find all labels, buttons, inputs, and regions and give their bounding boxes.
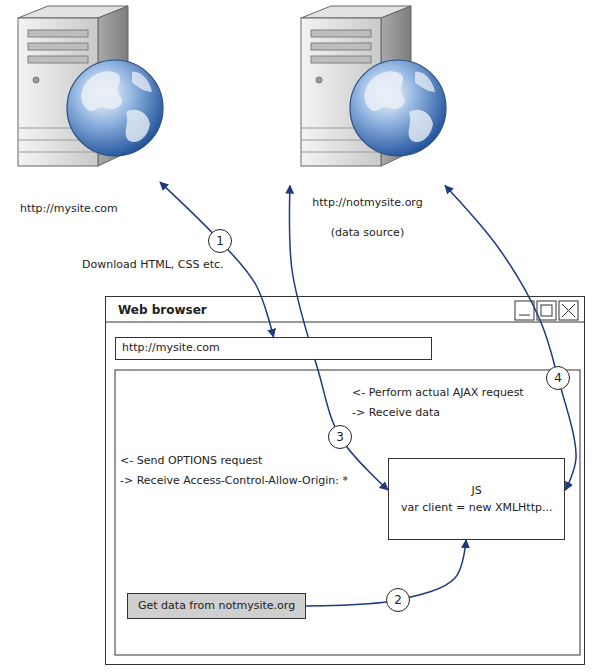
- node-text: JS: [472, 484, 482, 498]
- callout-number: 3: [328, 425, 352, 449]
- arrow-connector: [445, 186, 576, 490]
- note-text: -> Receive data: [350, 406, 442, 420]
- page-content-area: [115, 370, 580, 655]
- note-text: Download HTML, CSS etc.: [80, 258, 226, 272]
- address-bar: http://mysite.com: [115, 337, 432, 360]
- script-box: JS var client = new XMLHttp...: [388, 458, 565, 540]
- node-text: (data source): [331, 226, 404, 240]
- node-text: http://mysite.com: [122, 341, 425, 355]
- callout-number: 1: [208, 229, 232, 253]
- node-text: Web browser: [106, 297, 219, 323]
- close-symbol: [562, 304, 575, 317]
- callout-number: 4: [546, 366, 570, 390]
- server-icon: [301, 6, 446, 166]
- maximize-button: [537, 301, 556, 320]
- node-text: Get data from notmysite.org: [138, 599, 295, 613]
- node-text: var client = new XMLHttp...: [401, 501, 552, 515]
- note-text: -> Receive Access-Control-Allow-Origin: …: [118, 474, 350, 488]
- minimize-button: [515, 301, 534, 320]
- note-text: <- Perform actual AJAX request: [350, 386, 526, 400]
- maximize-symbol: [541, 305, 552, 316]
- server-node: http://notmysite.org (data source): [290, 8, 445, 248]
- button: Get data from notmysite.org: [127, 593, 306, 619]
- node-text: http://mysite.com: [20, 202, 160, 216]
- title-bar-line: [105, 322, 585, 323]
- minimize-symbol: [519, 315, 530, 316]
- server-node: http://mysite.com: [10, 8, 160, 223]
- note-text: <- Send OPTIONS request: [118, 454, 264, 468]
- close-button: [559, 301, 578, 320]
- server-icon: [18, 6, 163, 166]
- callout-number: 2: [386, 588, 410, 612]
- node-text: http://notmysite.org: [312, 196, 422, 210]
